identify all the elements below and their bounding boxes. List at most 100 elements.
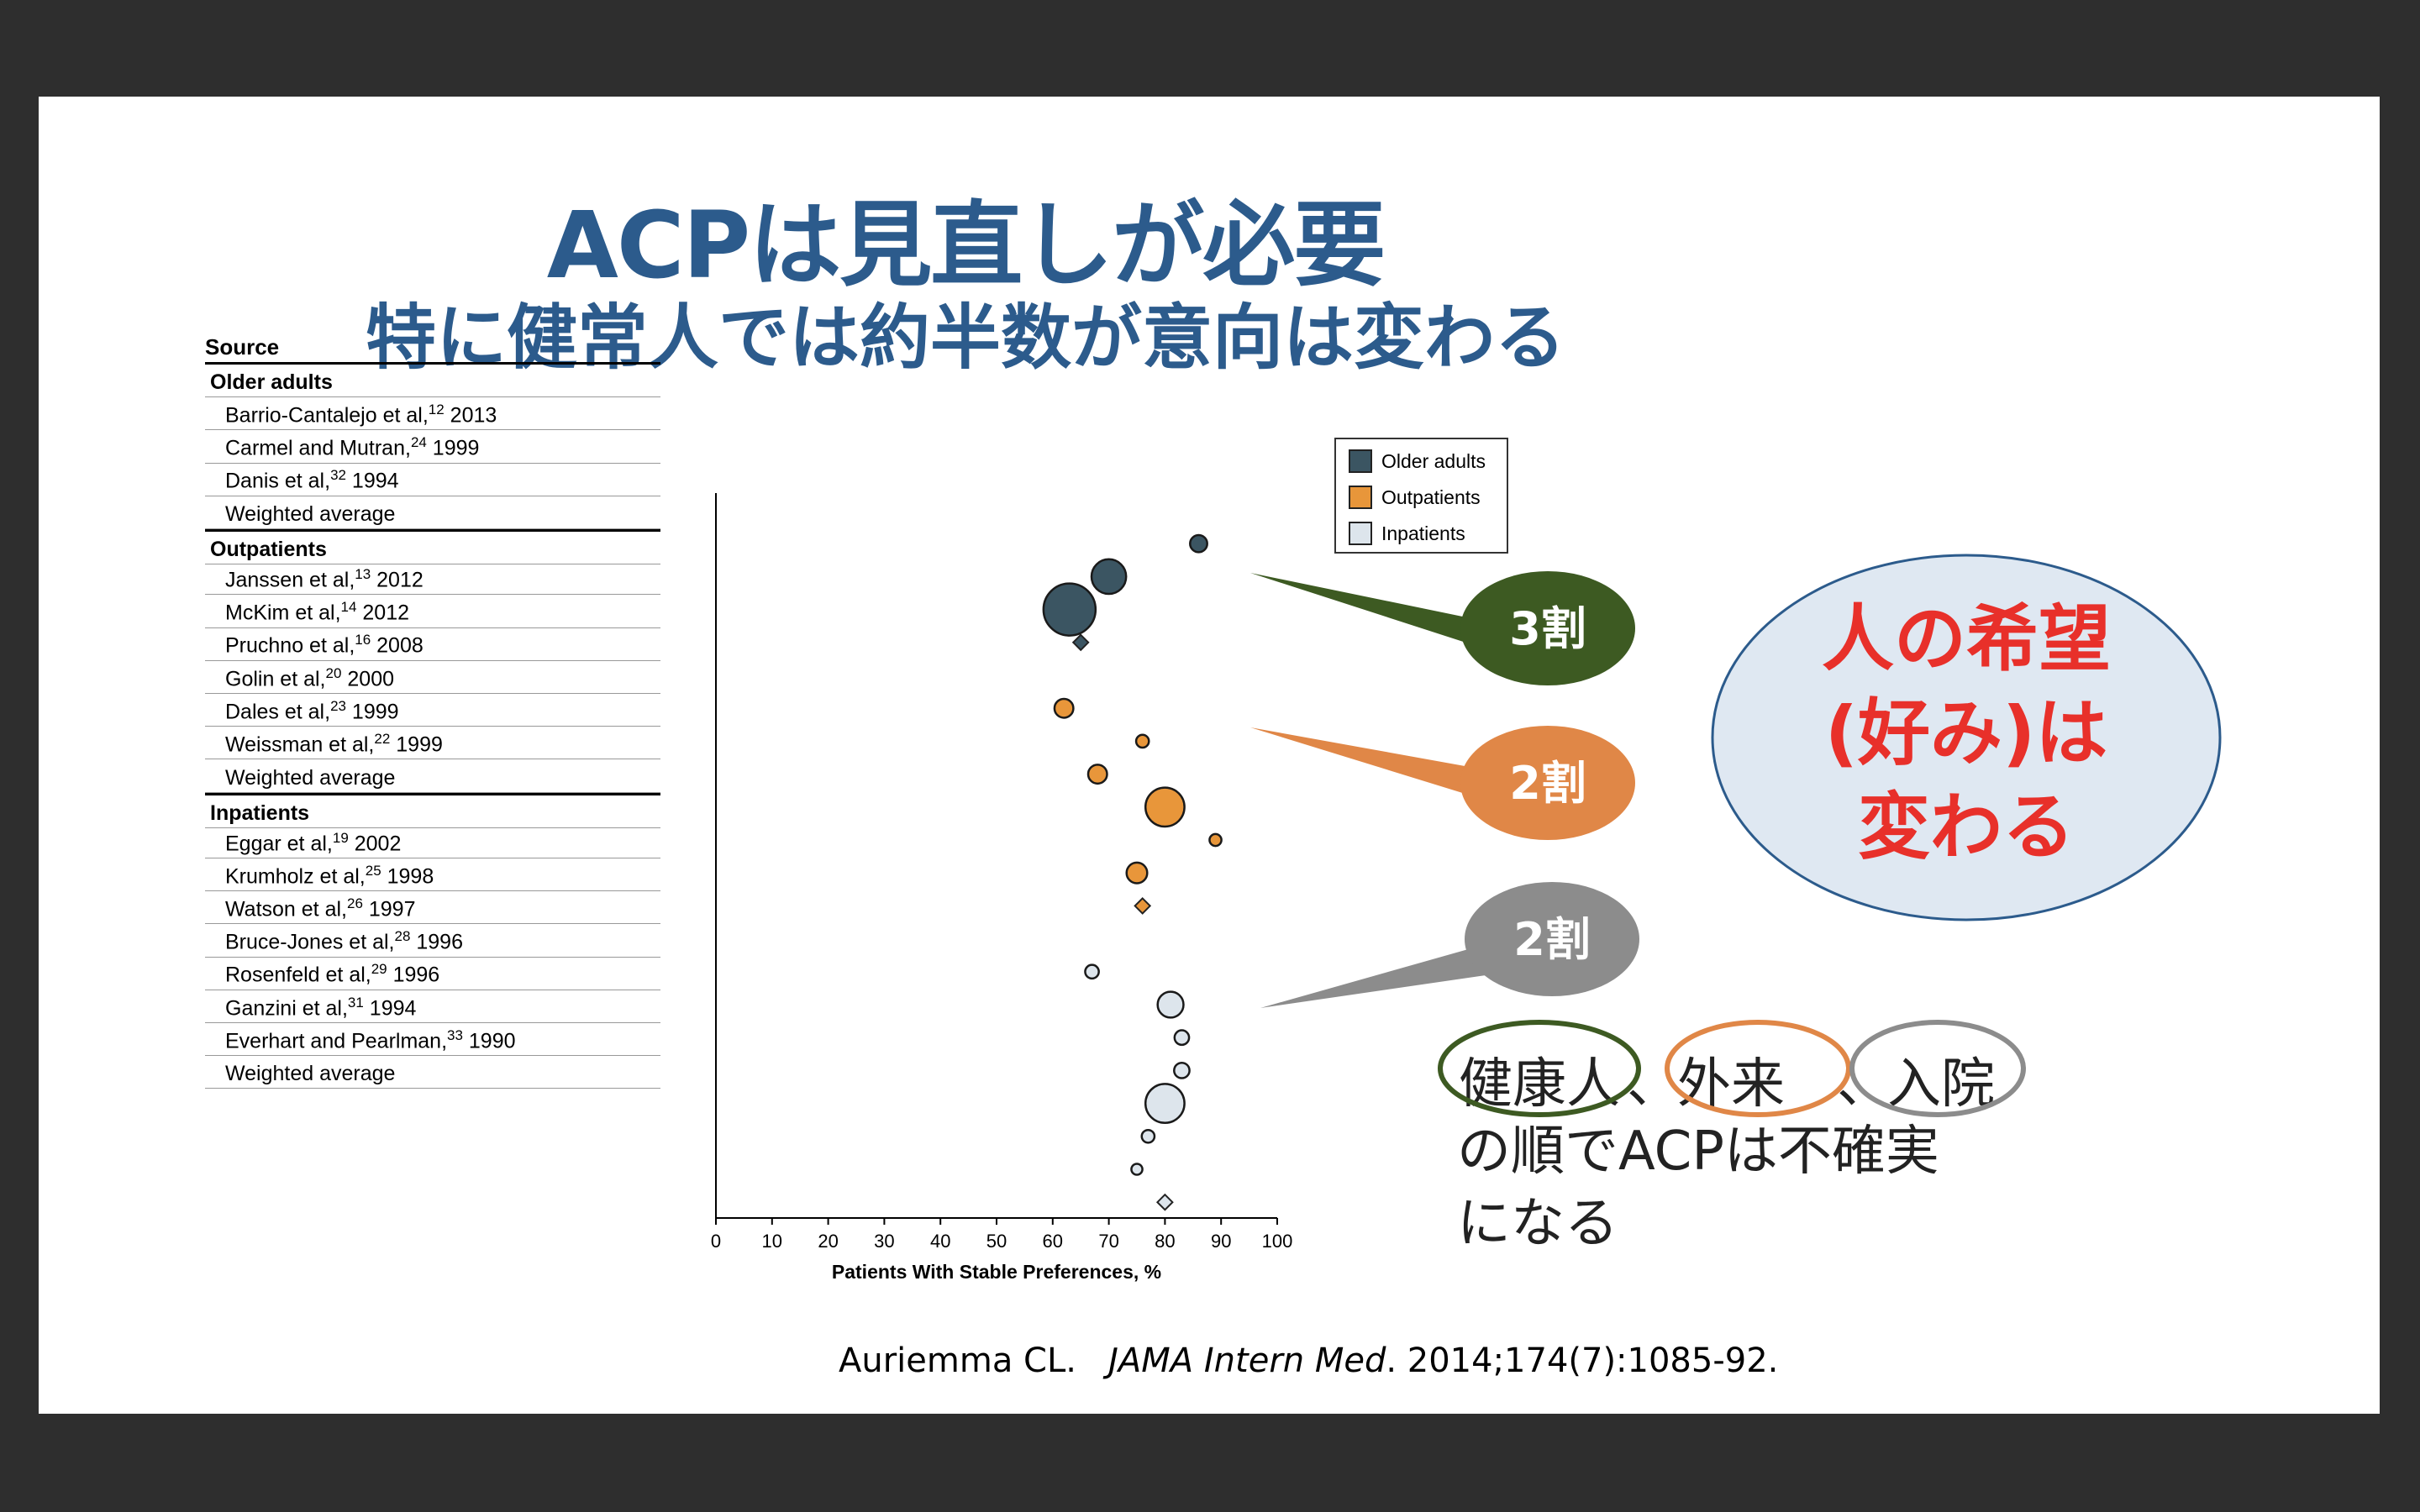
table-row-label: Older adults: [210, 370, 333, 395]
table-row: Weighted average: [205, 496, 660, 529]
legend-label: Older adults: [1381, 450, 1486, 472]
message-line: (好み)は: [1825, 691, 2108, 775]
table-row: Janssen et al,13 2012: [205, 562, 660, 596]
callout-bubble: [1465, 882, 1639, 996]
x-tick-label: 0: [711, 1231, 721, 1252]
x-tick-label: 30: [874, 1231, 894, 1252]
note-word: 外来: [1677, 1053, 1785, 1116]
table-row-label: Barrio-Cantalejo et al,12 2013: [225, 402, 497, 428]
table-row: Watson et al,26 1997: [205, 891, 660, 925]
table-row: Bruce-Jones et al,28 1996: [205, 924, 660, 958]
table-row-label: Outpatients: [210, 538, 327, 562]
data-point: [1156, 990, 1185, 1019]
legend-swatch: [1349, 486, 1372, 509]
table-row-label: Golin et al,20 2000: [225, 664, 394, 690]
note-ring: [1849, 1020, 2026, 1117]
callout-label: 3割: [1509, 602, 1586, 655]
table-row: Barrio-Cantalejo et al,12 2013: [205, 397, 660, 431]
table-row-label: Dales et al,23 1999: [225, 697, 399, 724]
data-point: [1134, 733, 1150, 749]
data-point: [1090, 558, 1128, 596]
x-tick-label: 60: [1043, 1231, 1063, 1252]
table-row: Golin et al,20 2000: [205, 661, 660, 694]
table-row-label: Weighted average: [225, 1062, 396, 1086]
table-row: Weighted average: [205, 1056, 660, 1089]
table-row-label: Weighted average: [225, 501, 396, 526]
x-tick-label: 50: [986, 1231, 1007, 1252]
data-point: [1084, 963, 1100, 980]
table-row-label: Pruchno et al,16 2008: [225, 632, 424, 658]
callout-label: 2割: [1513, 913, 1591, 966]
table-row-label: Bruce-Jones et al,28 1996: [225, 928, 463, 954]
x-tick-label: 10: [762, 1231, 782, 1252]
table-row-label: Weighted average: [225, 765, 396, 790]
table-row-label: Janssen et al,13 2012: [225, 566, 424, 592]
weighted-average-marker: [1155, 1193, 1174, 1211]
table-row-label: Rosenfeld et al,29 1996: [225, 961, 440, 987]
data-point: [1130, 1163, 1144, 1176]
x-tick-label: 40: [930, 1231, 950, 1252]
legend-swatch: [1349, 522, 1372, 545]
table-row: Rosenfeld et al,29 1996: [205, 958, 660, 990]
citation-journal: JAMA Intern Med: [1108, 1341, 1386, 1380]
x-tick-label: 20: [818, 1231, 838, 1252]
table-row: Pruchno et al,16 2008: [205, 628, 660, 661]
table-row-label: Danis et al,32 1994: [225, 467, 399, 493]
table-row-label: Carmel and Mutran,24 1999: [225, 434, 480, 460]
message-line: 人の希望: [1822, 597, 2111, 681]
callout-bubble: [1460, 726, 1635, 840]
note-ring: [1438, 1020, 1641, 1117]
citation-author: Auriemma CL.: [839, 1341, 1076, 1380]
data-point: [1173, 1029, 1191, 1047]
table-row: Weighted average: [205, 759, 660, 793]
data-point: [1144, 1083, 1186, 1125]
data-point: [1086, 764, 1108, 785]
table-row-label: Inpatients: [210, 801, 310, 825]
note-ring: [1665, 1020, 1851, 1117]
table-row-label: Eggar et al,19 2002: [225, 829, 402, 855]
table-row: Ganzini et al,31 1994: [205, 990, 660, 1023]
note-word: 入院: [1887, 1053, 1995, 1116]
x-tick-label: 100: [1262, 1231, 1293, 1252]
table-row-label: McKim et al,14 2012: [225, 599, 410, 625]
note-line-2: の順でACPは不確実: [1457, 1121, 1939, 1183]
table-row-label: Everhart and Pearlman,33 1990: [225, 1026, 516, 1053]
table-row: Danis et al,32 1994: [205, 464, 660, 496]
message-ellipse: [1711, 554, 2222, 921]
table-group-row: Outpatients: [205, 529, 660, 565]
data-point: [1173, 1061, 1191, 1079]
weighted-average-marker: [1134, 896, 1152, 915]
table-row-label: Ganzini et al,31 1994: [225, 994, 417, 1020]
x-tick-label: 90: [1211, 1231, 1231, 1252]
table-row: Eggar et al,19 2002: [205, 826, 660, 858]
note-line-3: になる: [1457, 1193, 1618, 1255]
data-point: [1140, 1128, 1156, 1144]
legend-label: Inpatients: [1381, 522, 1465, 544]
table-group-row: Inpatients: [205, 792, 660, 828]
weighted-average-marker: [1071, 633, 1090, 652]
table-header-label: Source: [205, 334, 280, 360]
table-row: McKim et al,14 2012: [205, 595, 660, 628]
table-header: Source: [205, 333, 660, 365]
callout-tail: [1250, 727, 1479, 798]
table-row: Carmel and Mutran,24 1999: [205, 430, 660, 464]
table-row-label: Weissman et al,22 1999: [225, 731, 443, 757]
callout-bubble: [1460, 571, 1635, 685]
slide-subtitle: 特に健常人では約半数が意向は変わる: [365, 297, 1565, 379]
table-row-label: Krumholz et al,25 1998: [225, 862, 434, 889]
legend-label: Outpatients: [1381, 486, 1481, 508]
message-line: 変わる: [1858, 785, 2075, 869]
table-group-row: Older adults: [205, 365, 660, 398]
data-point: [1144, 786, 1186, 828]
x-tick-label: 80: [1155, 1231, 1175, 1252]
callout-label: 2割: [1509, 757, 1586, 810]
data-point: [1189, 533, 1208, 554]
slide-title: ACPは見直しが必要: [546, 192, 1386, 299]
data-point: [1042, 582, 1097, 637]
legend-swatch: [1349, 449, 1372, 473]
data-point: [1125, 861, 1149, 885]
table-row: Krumholz et al,25 1998: [205, 858, 660, 892]
citation: Auriemma CL. JAMA Intern Med. 2014;174(7…: [839, 1341, 1778, 1380]
x-axis-label: Patients With Stable Preferences, %: [832, 1261, 1161, 1283]
